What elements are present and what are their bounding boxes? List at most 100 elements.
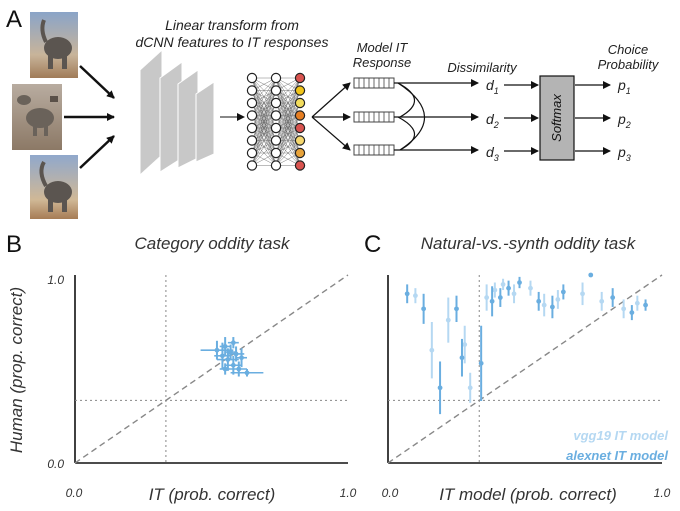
data-point	[511, 284, 517, 304]
data-point	[588, 272, 594, 278]
data-point	[634, 295, 640, 311]
point-marker	[467, 385, 473, 391]
point-marker	[511, 291, 517, 297]
point-marker	[629, 310, 635, 315]
hidden-node	[246, 160, 258, 171]
chart-b-xtick-1: 1.0	[340, 486, 357, 500]
net-to-it-arrows	[311, 82, 351, 151]
d3-label: d3	[486, 144, 499, 163]
network-edge	[251, 115, 277, 166]
data-point	[610, 288, 616, 307]
point-marker	[497, 295, 503, 300]
data-point	[230, 369, 264, 377]
point-marker	[599, 298, 605, 304]
point-marker	[459, 355, 465, 361]
transform-title-line2: dCNN features to IT responses	[136, 34, 329, 50]
transform-title-line1: Linear transform from	[165, 17, 299, 33]
data-point	[536, 291, 542, 311]
output-node	[294, 110, 306, 121]
point-marker	[214, 347, 220, 353]
point-marker	[478, 360, 484, 366]
panel-a-letter: A	[6, 6, 22, 33]
chart-b-ytick-1: 1.0	[47, 273, 64, 287]
network-edge	[275, 77, 301, 116]
data-point	[467, 372, 473, 403]
stimulus-image-2	[12, 84, 62, 150]
panel-a: A Linear transform from	[6, 6, 660, 219]
hidden-node	[270, 160, 282, 171]
hidden-node	[270, 72, 282, 84]
hidden-node	[270, 110, 282, 121]
legend-alexnet: alexnet IT model	[566, 448, 668, 463]
point-marker	[222, 366, 228, 372]
data-point	[219, 363, 231, 375]
point-marker	[421, 306, 427, 312]
d-labels: d1 d2 d3	[486, 77, 499, 163]
output-node	[294, 122, 306, 134]
point-marker	[541, 302, 547, 308]
diagonal-line	[74, 274, 349, 464]
output-node	[294, 135, 306, 146]
data-point	[413, 288, 418, 304]
data-point	[550, 295, 555, 319]
it-vector-2	[353, 111, 395, 123]
hidden-node	[246, 110, 258, 121]
hidden-node	[246, 97, 258, 109]
panel-c: C Natural-vs.-synth oddity task IT model…	[364, 231, 671, 504]
point-marker	[233, 351, 239, 357]
output-node	[294, 160, 306, 171]
dissimilarity-label: Dissimilarity	[447, 60, 518, 75]
point-marker	[555, 297, 561, 302]
data-point	[230, 361, 247, 377]
point-marker	[588, 272, 594, 278]
point-marker	[517, 280, 522, 285]
network-edge	[251, 77, 277, 104]
hidden-node	[270, 97, 282, 109]
data-point	[478, 325, 484, 401]
data-point	[599, 291, 605, 311]
softmax-label: Softmax	[549, 94, 564, 142]
hidden-node	[246, 135, 258, 146]
softmax-to-p-arrows	[575, 81, 611, 155]
data-point	[528, 280, 533, 296]
hidden-node	[270, 85, 282, 96]
panel-c-title: Natural-vs.-synth oddity task	[421, 234, 637, 253]
hidden-node	[246, 147, 258, 159]
data-point	[541, 293, 547, 317]
hidden-node	[246, 72, 258, 84]
p-labels: p1 p2 p3	[617, 77, 631, 163]
hidden-node	[246, 85, 258, 96]
point-marker	[621, 306, 627, 312]
point-marker	[506, 285, 511, 291]
it-vector-1	[353, 77, 395, 89]
network-nodes	[246, 72, 306, 171]
point-marker	[225, 357, 231, 362]
network-edge	[251, 140, 277, 166]
p3-label: p3	[617, 144, 631, 163]
diagonal-line	[387, 274, 663, 464]
point-marker	[536, 298, 542, 304]
output-node	[294, 97, 306, 109]
point-marker	[484, 295, 490, 300]
data-point	[621, 299, 627, 319]
chart-b-ylabel: Human (prop. correct)	[7, 287, 26, 453]
model-it-label-line2: Response	[353, 55, 412, 70]
point-marker	[462, 342, 468, 347]
model-it-label-line1: Model IT	[357, 40, 409, 55]
data-point	[580, 282, 585, 306]
dcnn-layers	[139, 48, 215, 177]
data-point	[492, 282, 498, 298]
network-edge	[275, 127, 301, 166]
point-marker	[560, 289, 566, 295]
panel-b-title: Category oddity task	[135, 234, 291, 253]
output-node	[294, 147, 306, 159]
data-point	[462, 325, 468, 364]
point-marker	[500, 282, 506, 287]
panel-b-letter: B	[6, 231, 22, 258]
chart-b-xlabel: IT (prob. correct)	[149, 485, 276, 504]
network-edge	[275, 77, 301, 129]
point-marker	[239, 355, 244, 361]
chart-b-ytick-0: 0.0	[47, 457, 64, 471]
data-point	[454, 295, 459, 322]
legend-vgg19: vgg19 IT model	[573, 428, 668, 443]
